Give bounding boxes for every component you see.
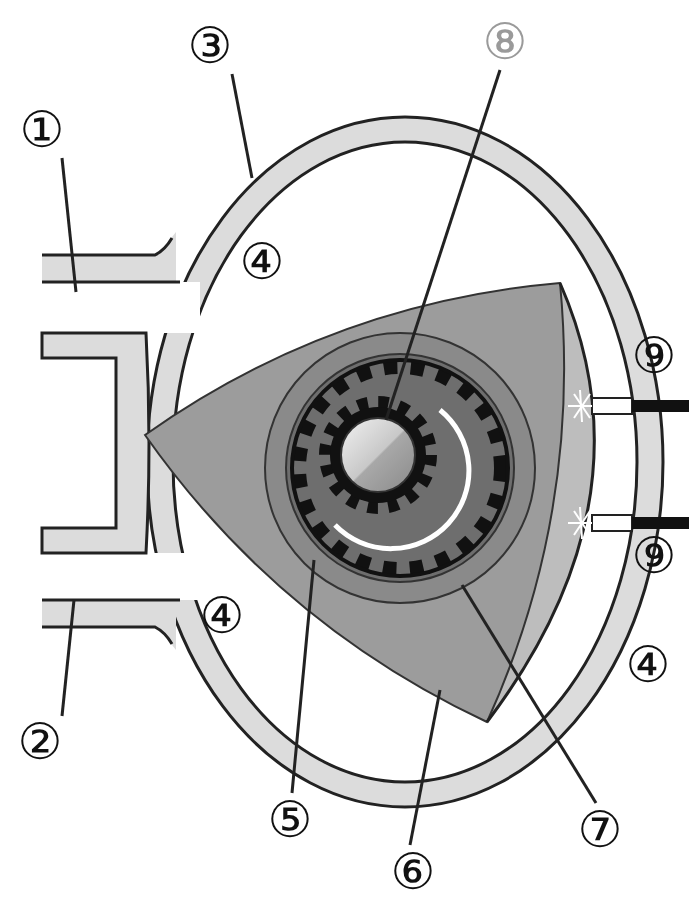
spark-plug-lead (632, 400, 689, 412)
exhaust-wall-edge (42, 599, 180, 602)
callout-number: ⑨ (632, 331, 677, 381)
callout-number: ⑤ (268, 795, 313, 845)
pinion-teeth (325, 402, 431, 508)
exhaust-passage (40, 553, 200, 600)
eccentric-arc (335, 410, 469, 549)
pinion (330, 407, 426, 503)
callout-number: ③ (188, 21, 233, 71)
callout-number: ④ (240, 237, 285, 287)
spark-plug (592, 515, 632, 531)
port-block (42, 333, 149, 553)
spark-plug (592, 398, 632, 414)
spark-plug-lead (632, 517, 689, 529)
leader-lines (62, 70, 596, 845)
rotor (145, 283, 564, 722)
shaft (341, 418, 415, 492)
intake-wall (42, 232, 176, 282)
callout-number: ⑨ (632, 531, 677, 581)
callout-number: ④ (200, 591, 245, 641)
callout-number: ④ (626, 640, 671, 690)
internal-gear-teeth (299, 367, 501, 569)
callout-number: ② (18, 717, 63, 767)
callout-number: ⑥ (391, 847, 436, 897)
internal-gear-rim (286, 354, 514, 582)
intake-wall-edge (42, 238, 172, 255)
spark (568, 390, 592, 539)
callout-number: ⑦ (578, 805, 623, 855)
intake-passage (40, 282, 200, 333)
exhaust-wall-edge (42, 627, 172, 644)
internal-gear-ring (292, 360, 508, 576)
callout-number: ⑧ (483, 17, 528, 67)
callout-number: ① (20, 105, 65, 155)
exhaust-wall (42, 600, 176, 650)
intake-wall-edge (42, 281, 180, 284)
